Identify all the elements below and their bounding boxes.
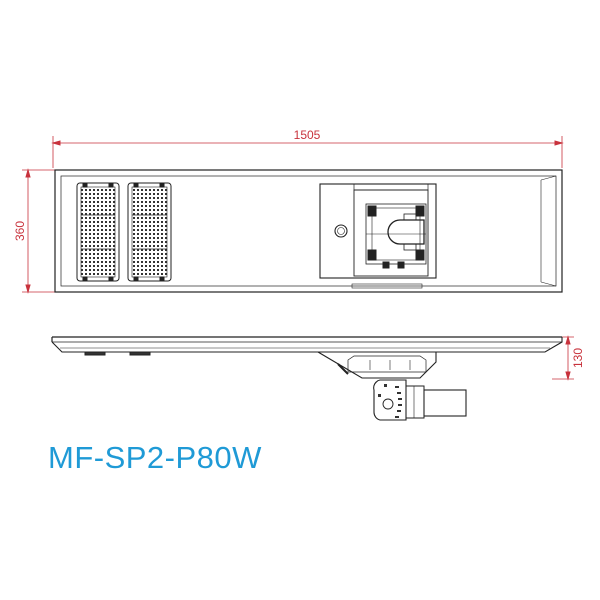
model-title: MF-SP2-P80W [48,440,262,475]
width-label: 360 [13,221,27,241]
height-dimension: 130 [552,335,585,381]
width-dimension: 360 [13,168,58,294]
side-view [51,336,563,421]
height-label: 130 [571,348,585,368]
led-module-2 [127,182,172,282]
mounting-bracket-side [317,351,467,421]
length-dimension: 1505 [51,128,564,168]
sensor-icon [334,224,348,238]
mounting-bracket-top [319,183,437,289]
housing-inner-outline [60,175,557,287]
top-view [54,169,563,293]
led-module-1 [76,182,120,282]
length-label: 1505 [294,128,321,142]
housing-outline [54,169,563,293]
